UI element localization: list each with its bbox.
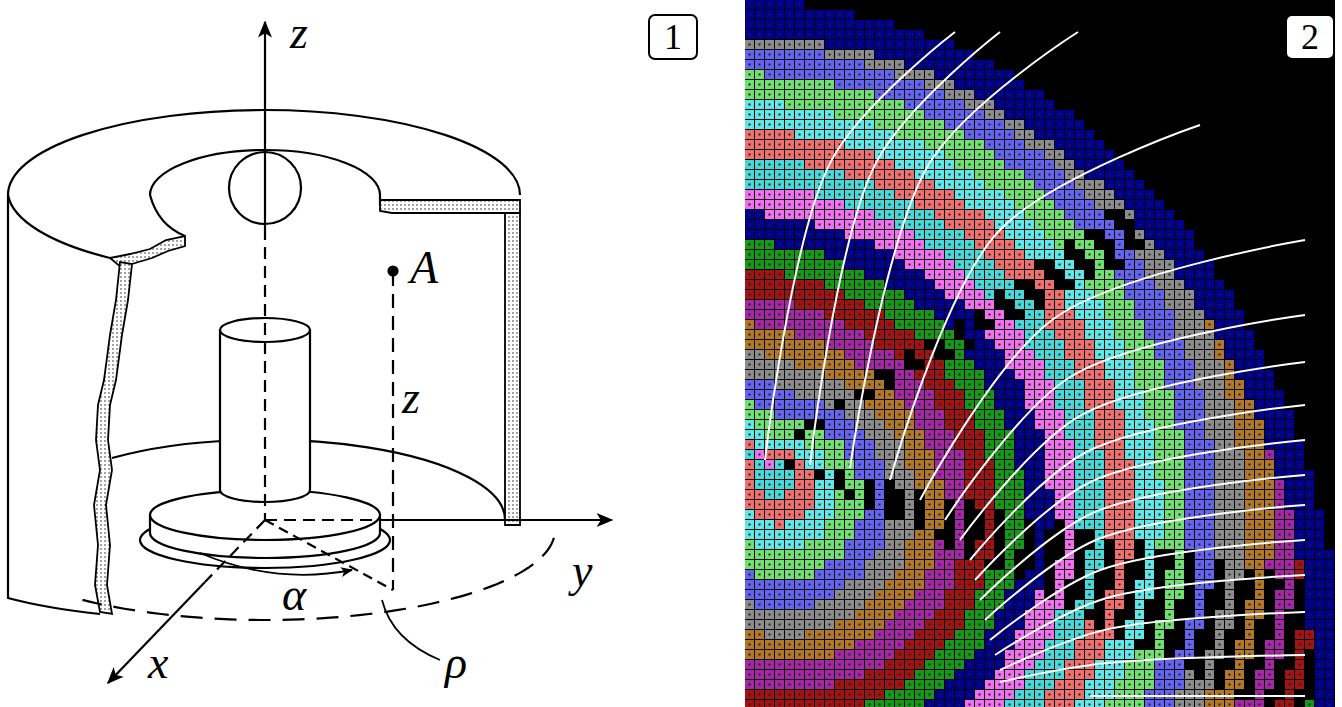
figure: zAzyxαρ12 bbox=[0, 0, 1342, 707]
